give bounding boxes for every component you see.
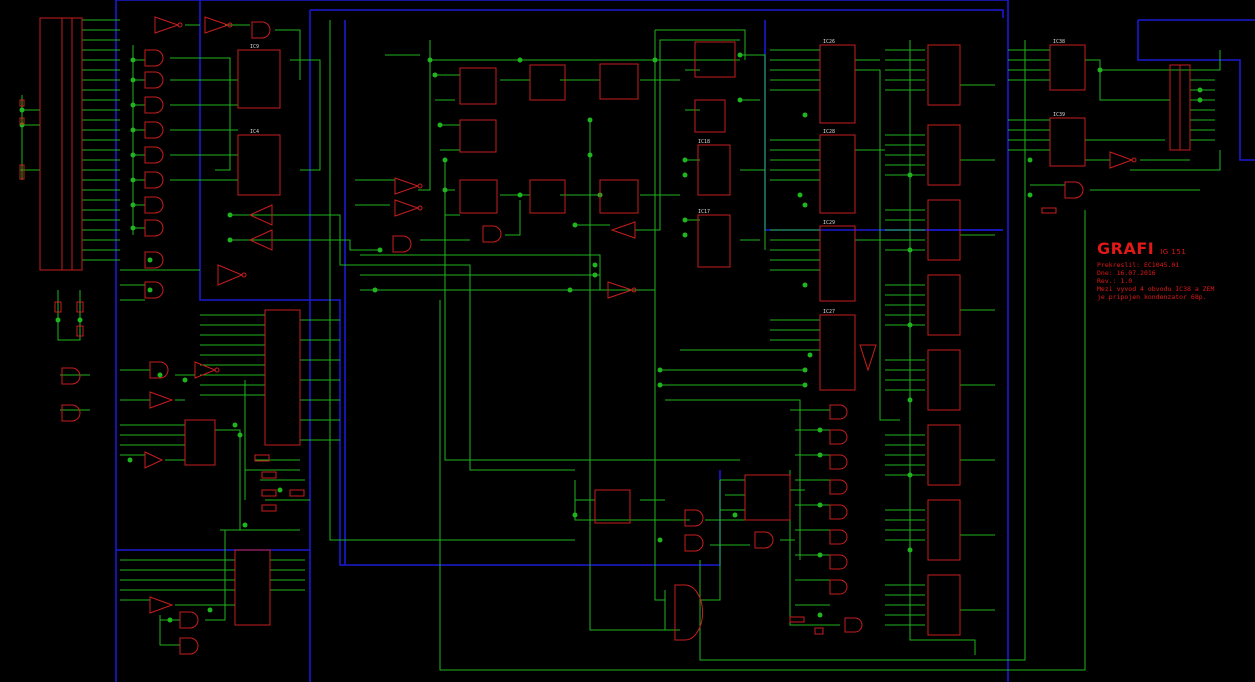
title-block: GRAFI IG 151 Prekreslil: EC1045.01 Dne: 1… xyxy=(1097,240,1215,302)
ref-ic18: IC18 xyxy=(698,139,710,145)
ref-ic27: IC27 xyxy=(823,309,835,315)
schematic-title: GRAFI xyxy=(1097,239,1155,258)
ref-ic4: IC4 xyxy=(250,129,259,135)
schematic-title-row: GRAFI IG 151 xyxy=(1097,240,1214,261)
connector-body xyxy=(71,17,83,271)
ref-ic29: IC29 xyxy=(823,220,835,226)
ic38-body xyxy=(1049,44,1086,91)
ref-ic39: IC39 xyxy=(1053,112,1065,118)
components xyxy=(19,16,1191,655)
ic39-body xyxy=(1049,117,1086,167)
edge-connector xyxy=(39,17,83,271)
ref-ic9: IC9 xyxy=(250,44,259,50)
ic29-body xyxy=(819,225,856,302)
title-line-author: Prekreslil: EC1045.01 xyxy=(1097,261,1180,269)
schematic-subtitle: IG 151 xyxy=(1160,248,1187,256)
title-line-note-2: je pripojen kondenzator 68p. xyxy=(1097,293,1207,301)
component-labels: IC9 IC4 IC26 IC28 IC29 IC27 IC18 IC17 IC… xyxy=(250,39,1065,315)
ref-ic28: IC28 xyxy=(823,129,835,135)
ic4-body xyxy=(237,134,281,196)
ic28-body xyxy=(819,134,856,214)
ref-ic26: IC26 xyxy=(823,39,835,45)
ic26-body xyxy=(819,44,856,124)
title-line-note-1: Mezi vyvod 4 obvodu IC38 a ZEM xyxy=(1097,285,1215,293)
wires xyxy=(20,19,1221,671)
ref-ic38: IC38 xyxy=(1053,39,1065,45)
ref-ic17: IC17 xyxy=(698,209,710,215)
title-line-date: Dne: 16.07.2016 xyxy=(1097,269,1156,277)
junctions xyxy=(19,52,1203,623)
title-line-revision: Rev.: 1.0 xyxy=(1097,277,1133,285)
ic9-body xyxy=(237,49,281,109)
ic27-body xyxy=(819,314,856,391)
